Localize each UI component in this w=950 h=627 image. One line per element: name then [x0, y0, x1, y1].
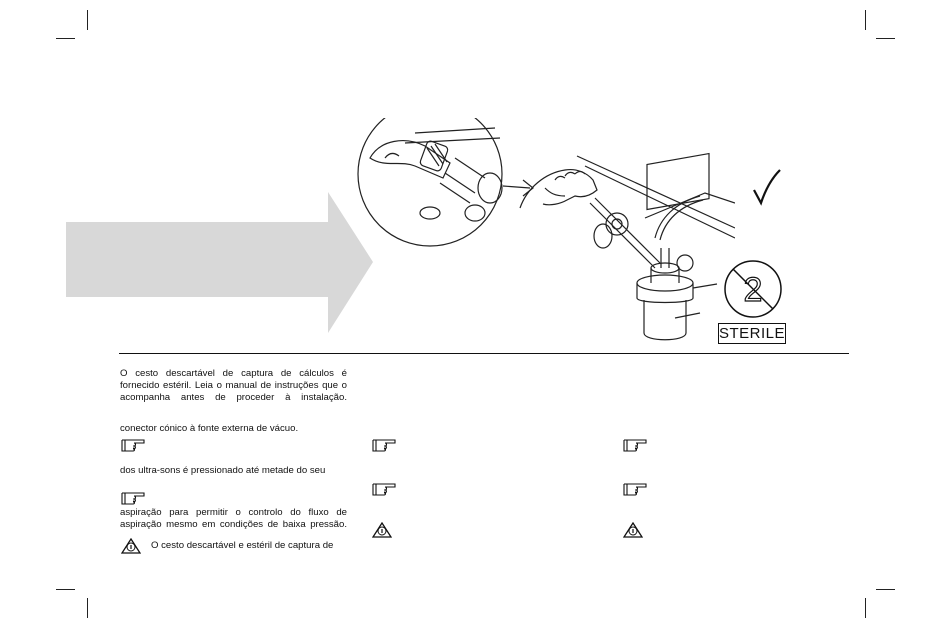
- crop-mark-bottom-left-v: [87, 598, 88, 618]
- gray-arrow-graphic: [66, 192, 373, 333]
- crop-mark-top-left-h: [56, 38, 75, 39]
- pointing-hand-note-icon: [121, 439, 145, 452]
- pointing-hand-note-icon: [121, 492, 145, 505]
- warning-triangle-icon: [623, 522, 643, 538]
- intro-paragraph: O cesto descartável de captura de cálcul…: [120, 368, 347, 404]
- sterile-label: STERILE: [718, 323, 786, 344]
- device-drawing: [576, 152, 735, 341]
- warning-triangle-icon: [372, 522, 392, 538]
- pointing-hand-note-icon: [372, 483, 396, 496]
- crop-mark-top-right-v: [865, 10, 866, 30]
- checkmark-icon: [753, 169, 781, 206]
- col1-line-b: dos ultra-sons é pressionado até metade …: [120, 465, 326, 476]
- col1-paragraph-c: aspiração para permitir o controlo do fl…: [120, 507, 347, 531]
- installation-illustration: [357, 118, 735, 341]
- crop-mark-top-right-h: [876, 38, 895, 39]
- hand-drawing: [519, 168, 598, 209]
- col1-line-a: conector cónico à fonte externa de vácuo…: [120, 423, 299, 434]
- reuse-symbol-number: 2: [744, 271, 763, 309]
- crop-mark-bottom-right-v: [865, 598, 866, 618]
- pointing-hand-note-icon: [372, 439, 396, 452]
- crop-mark-bottom-right-h: [876, 589, 895, 590]
- crop-mark-bottom-left-h: [56, 589, 75, 590]
- pointing-hand-note-icon: [623, 439, 647, 452]
- section-divider: [119, 353, 849, 354]
- crop-mark-top-left-v: [87, 10, 88, 30]
- do-not-reuse-icon: 2: [724, 260, 782, 318]
- connector-closeup: [369, 127, 503, 222]
- warning-triangle-icon: [121, 538, 141, 554]
- pointing-hand-note-icon: [623, 483, 647, 496]
- col1-line-d: O cesto descartável e estéril de captura…: [151, 540, 334, 551]
